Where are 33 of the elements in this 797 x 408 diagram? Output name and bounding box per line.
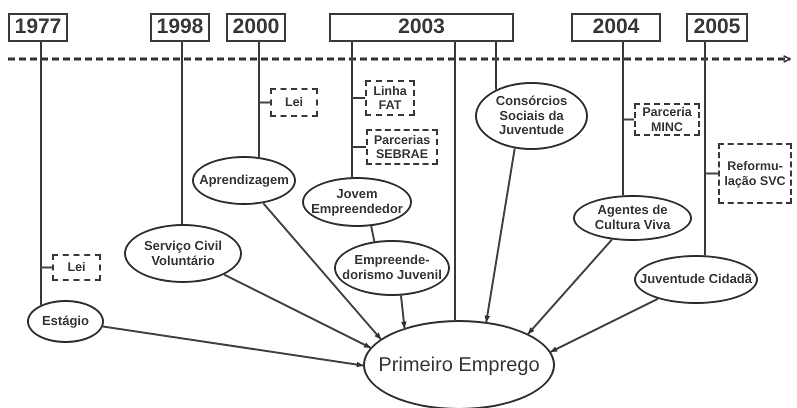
note-box: Linha FAT — [365, 80, 415, 116]
note-box: Reformu- lação SVC — [718, 143, 792, 204]
note-box: Lei — [52, 254, 101, 281]
note-box: Parceria MINC — [634, 103, 700, 136]
year-box: 2005 — [686, 13, 748, 42]
arrow — [527, 238, 613, 334]
arrow — [262, 202, 382, 340]
year-box: 2003 — [329, 13, 514, 42]
program-ellipse: Consórcios Sociais da Juventude — [475, 82, 588, 150]
arrow — [550, 298, 658, 353]
program-ellipse: Aprendizagem — [192, 156, 296, 205]
connector-line — [181, 42, 183, 224]
year-box: 2000 — [226, 13, 286, 42]
note-box: Lei — [270, 88, 318, 117]
connector-line — [495, 42, 497, 90]
connector-line — [40, 42, 52, 268]
connector-line — [454, 42, 456, 320]
note-box: Parcerias SEBRAE — [366, 129, 438, 165]
arrow — [400, 296, 407, 329]
connector-line — [370, 226, 376, 242]
year-box: 2004 — [571, 13, 661, 42]
arrow — [224, 274, 372, 349]
year-box: 1977 — [8, 13, 68, 42]
year-box: 1998 — [150, 13, 210, 42]
program-ellipse: Estágio — [27, 300, 104, 343]
arrow — [484, 148, 516, 323]
arrow — [102, 326, 364, 368]
program-ellipse: Jovem Empreendedor — [302, 177, 412, 227]
program-ellipse: Empreende- dorismo Juvenil — [334, 240, 450, 296]
program-ellipse: Serviço Civil Voluntário — [124, 224, 242, 283]
program-ellipse: Agentes de Cultura Viva — [573, 195, 692, 241]
program-ellipse: Juventude Cidadã — [634, 255, 758, 304]
target-ellipse: Primeiro Emprego — [363, 320, 555, 408]
